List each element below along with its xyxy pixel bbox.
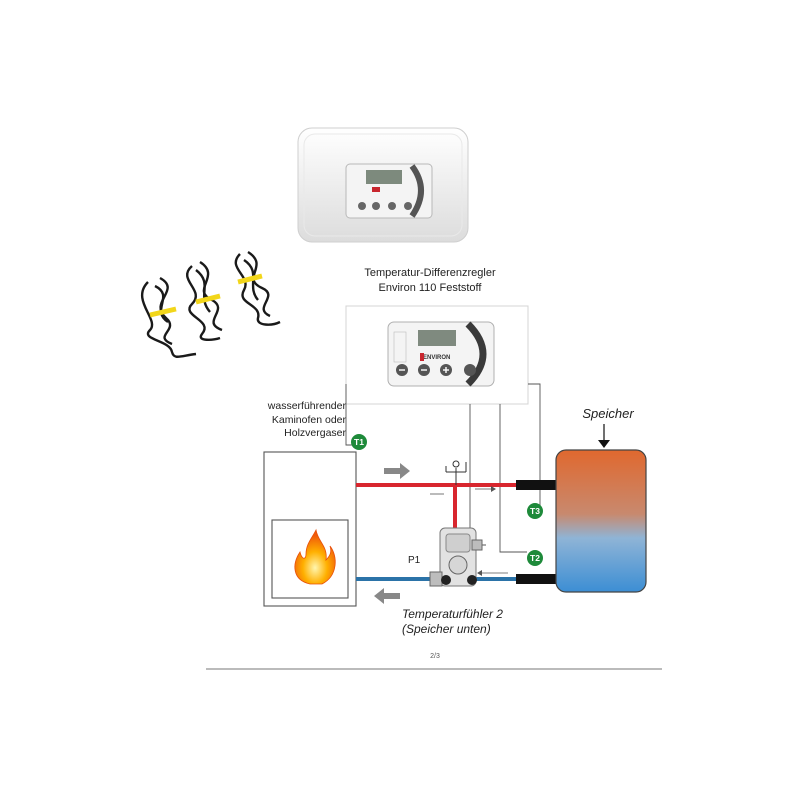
valve-icon: [445, 460, 467, 485]
stove: [263, 451, 357, 607]
controller-housing-photo: [297, 127, 469, 243]
sensor-2-label-line1: Temperaturfühler 2: [402, 607, 503, 621]
page-number: 2/3: [430, 653, 440, 660]
return-arrow-icon: [374, 588, 400, 604]
pump-label: P1: [408, 555, 421, 566]
flow-arrows: [374, 463, 508, 604]
controller-title-line1: Temperatur-Differenzregler: [364, 267, 496, 279]
stove-label-line1: wasserführender: [267, 400, 346, 412]
flame-icon: [294, 528, 336, 585]
controller-title: Temperatur-Differenzregler Environ 110 F…: [330, 266, 530, 296]
sensor-2-label-line2: (Speicher unten): [402, 622, 491, 636]
storage-tank: [555, 424, 647, 593]
sensor-wiring: [345, 383, 541, 553]
sensor-cables-photo: [140, 250, 281, 358]
arrow-down-icon: [598, 440, 610, 448]
pump-group: [429, 527, 483, 587]
sensor-t1-badge: T1: [351, 434, 367, 450]
stove-label-line2: Kaminofen oder: [271, 413, 346, 426]
sensor-t3-badge: T3: [527, 503, 543, 519]
sensor-t2-badge: T2: [527, 550, 543, 566]
flow-arrow-icon: [384, 463, 410, 479]
brand-logo: ENVIRON: [423, 355, 450, 361]
stove-label-line3: Holzvergaser: [284, 427, 346, 439]
controller-title-line2: Environ 110 Feststoff: [378, 282, 482, 294]
tank-label: Speicher: [582, 406, 634, 421]
stove-label: wasserführender Kaminofen oder Holzverga…: [220, 400, 346, 441]
sensor-2-label: Temperaturfühler 2 (Speicher unten): [402, 607, 552, 637]
controller-illustration: ENVIRON: [345, 305, 529, 405]
